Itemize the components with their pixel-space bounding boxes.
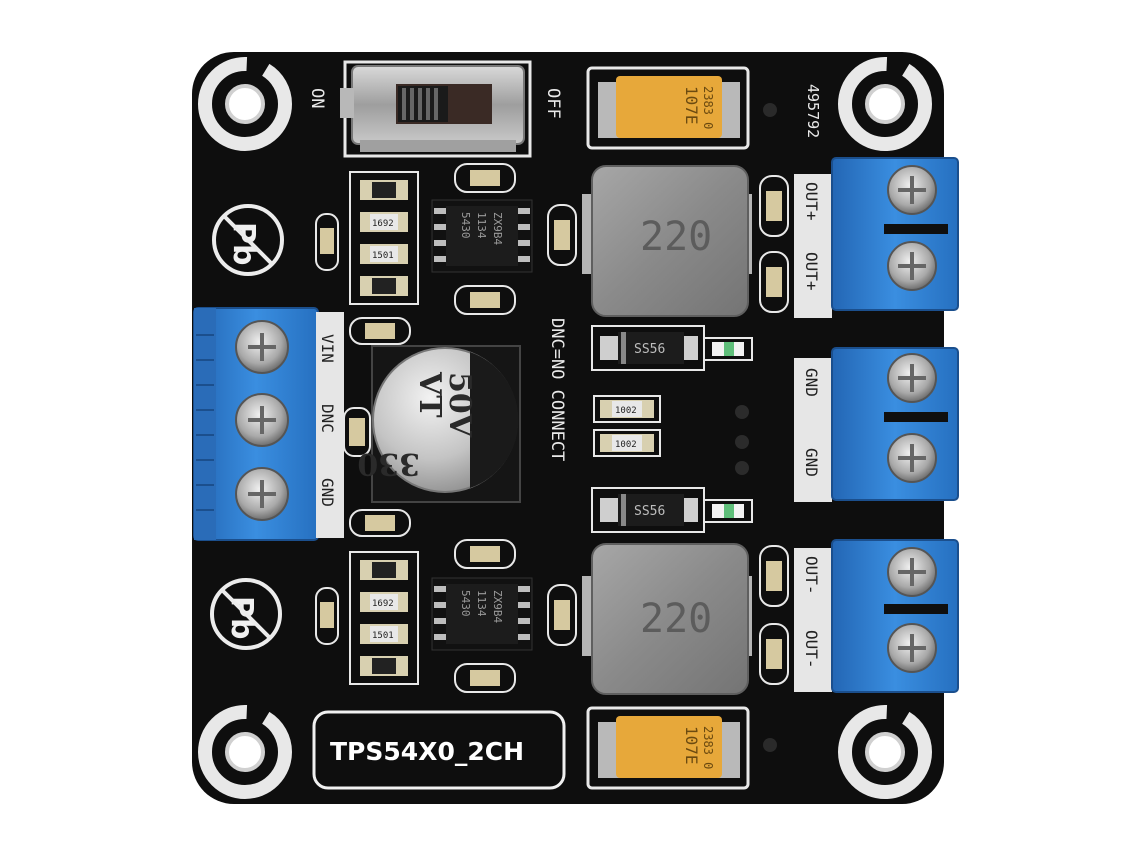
- svg-text:2383 0: 2383 0: [701, 726, 715, 769]
- board-name-frame: [312, 710, 566, 790]
- svg-text:50V: 50V: [442, 372, 477, 438]
- inductor-bottom: 220: [582, 543, 752, 695]
- electrolytic-capacitor: VT 50V 330: [357, 345, 521, 503]
- board-id-number: 495792: [804, 84, 822, 138]
- svg-text:1501: 1501: [372, 631, 394, 641]
- svg-text:1134: 1134: [475, 212, 488, 239]
- board-name-label: TPS54X0_2CH: [330, 737, 524, 766]
- switch-off-label: OFF: [543, 88, 563, 119]
- led-indicator-bottom: [703, 499, 753, 523]
- output-label-neg-1: OUT-: [802, 556, 821, 595]
- pcb-board: [192, 52, 944, 804]
- svg-text:5430: 5430: [459, 212, 472, 239]
- output-label-gnd-2: GND: [802, 448, 821, 477]
- smd-cap: [315, 213, 339, 271]
- output-terminal-ground[interactable]: [794, 347, 959, 502]
- svg-text:VT: VT: [412, 371, 447, 418]
- power-switch[interactable]: [340, 60, 532, 158]
- pb-free-mark-top: Pb: [212, 204, 284, 276]
- svg-text:ZX9B4: ZX9B4: [491, 590, 504, 623]
- svg-text:107E: 107E: [682, 726, 701, 765]
- inductor-top: 220: [582, 165, 752, 317]
- svg-text:Pb: Pb: [224, 596, 259, 639]
- svg-text:2383 0: 2383 0: [701, 86, 715, 129]
- svg-text:Pb: Pb: [226, 222, 261, 265]
- pb-free-mark-bottom: Pb: [210, 578, 282, 650]
- svg-text:1002: 1002: [615, 406, 637, 416]
- tantalum-capacitor-bottom: 107E 2383 0: [586, 706, 750, 790]
- svg-text:1002: 1002: [615, 440, 637, 450]
- input-terminal-block[interactable]: [193, 307, 344, 541]
- svg-text:220: 220: [640, 596, 712, 642]
- led-indicator-top: [703, 337, 753, 361]
- svg-text:220: 220: [640, 214, 712, 260]
- svg-text:1501: 1501: [372, 251, 394, 261]
- output-label-pos-1: OUT+: [802, 182, 821, 221]
- feedback-resistors: 1002 1002: [593, 395, 661, 457]
- input-label-dnc: DNC: [318, 404, 337, 433]
- output-terminal-positive[interactable]: [794, 157, 959, 318]
- resistor-array-top: 1692 1501: [349, 171, 419, 305]
- output-label-gnd-1: GND: [802, 368, 821, 397]
- smd-cap: [315, 587, 339, 645]
- mounting-hole-bottom-left: [198, 705, 292, 799]
- output-label-pos-2: OUT+: [802, 252, 821, 291]
- svg-text:1134: 1134: [475, 590, 488, 617]
- mounting-hole-top-left: [198, 57, 292, 151]
- regulator-ic-bottom: 5430 1134 ZX9B4: [431, 577, 533, 651]
- mounting-hole-bottom-right: [838, 705, 932, 799]
- svg-text:SS56: SS56: [634, 504, 665, 519]
- mounting-hole-top-right: [838, 57, 932, 151]
- svg-text:1692: 1692: [372, 219, 394, 229]
- dnc-note: DNC=NO CONNECT: [547, 318, 567, 461]
- svg-text:5430: 5430: [459, 590, 472, 617]
- schottky-diode-bottom: SS56: [591, 487, 705, 533]
- input-label-vin: VIN: [318, 334, 337, 363]
- regulator-ic-top: 5430 1134 ZX9B4: [431, 199, 533, 273]
- svg-text:ZX9B4: ZX9B4: [491, 212, 504, 245]
- input-label-gnd: GND: [318, 478, 337, 507]
- svg-text:330: 330: [357, 446, 420, 481]
- svg-text:1692: 1692: [372, 599, 394, 609]
- tantalum-capacitor-top: 107E 2383 0: [586, 66, 750, 150]
- output-label-neg-2: OUT-: [802, 630, 821, 669]
- svg-text:107E: 107E: [682, 86, 701, 125]
- output-terminal-negative[interactable]: [794, 539, 959, 693]
- svg-text:SS56: SS56: [634, 342, 665, 357]
- schottky-diode-top: SS56: [591, 325, 705, 371]
- resistor-array-bottom: 1692 1501: [349, 551, 419, 685]
- switch-on-label: ON: [307, 88, 327, 108]
